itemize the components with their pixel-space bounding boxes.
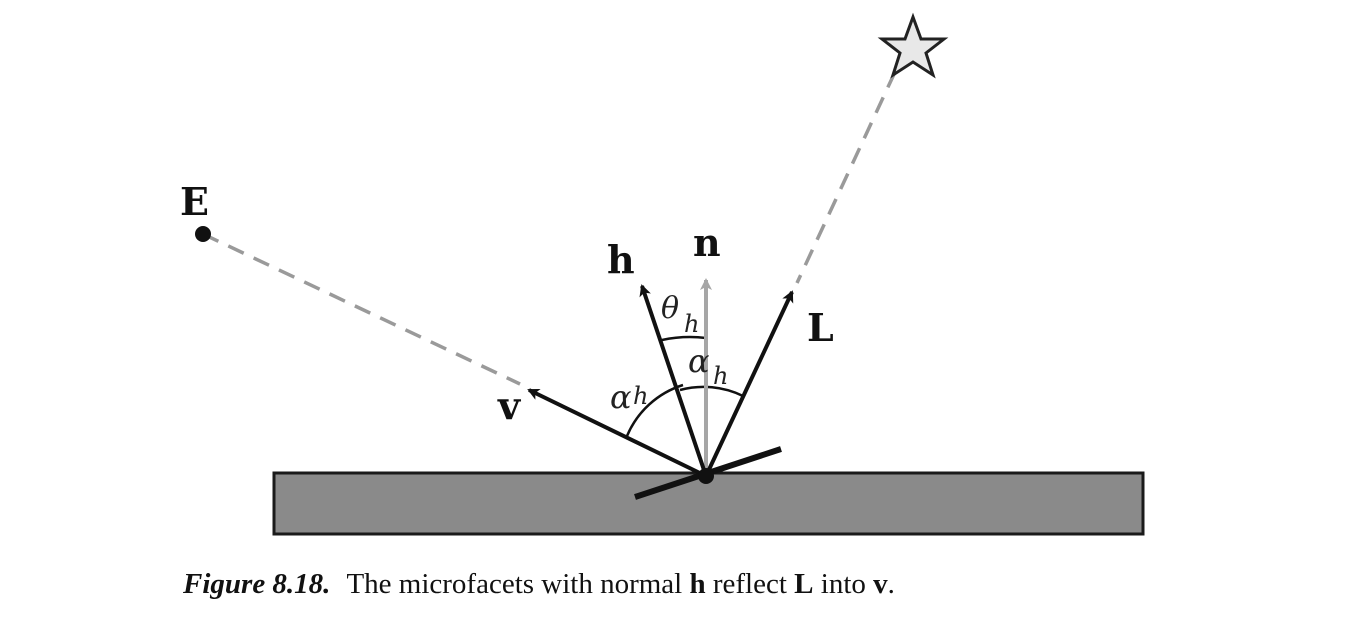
star-icon [877, 12, 949, 79]
contact-point [698, 468, 714, 484]
theta-label: θ [661, 291, 679, 326]
alpha-left-label: α [610, 378, 632, 416]
microfacet-reflection-diagram: E v h n L θ h α h α h [180, 12, 1145, 536]
caption-text-4: . [887, 568, 895, 600]
caption-text-2: reflect [705, 568, 795, 600]
view-vector-v [527, 388, 707, 478]
light-vector-label: L [807, 305, 834, 350]
normal-label: n [693, 220, 721, 265]
caption-bold-l: L [794, 568, 814, 600]
caption-text-3: into [813, 568, 874, 600]
caption-text-1: The microfacets with normal [346, 568, 690, 600]
half-vector-label: h [607, 237, 635, 282]
eye-point [195, 226, 211, 242]
alpha-right-label: α [688, 342, 710, 380]
caption-bold-v: v [873, 568, 888, 600]
light-dashed-line [795, 71, 897, 284]
alpha-left-subscript: h [633, 382, 648, 410]
light-vector-l [704, 290, 794, 477]
theta-subscript: h [684, 310, 699, 338]
figure-caption: Figure 8.18.The microfacets with normal … [183, 568, 895, 601]
half-vector-h [639, 284, 708, 477]
alpha-right-arc [679, 385, 744, 398]
caption-bold-h: h [689, 568, 706, 600]
view-vector-label: v [497, 383, 522, 428]
eye-label: E [180, 179, 209, 224]
alpha-right-subscript: h [713, 362, 728, 390]
figure-number: Figure 8.18. [183, 568, 331, 600]
eye-dashed-line [202, 232, 521, 386]
